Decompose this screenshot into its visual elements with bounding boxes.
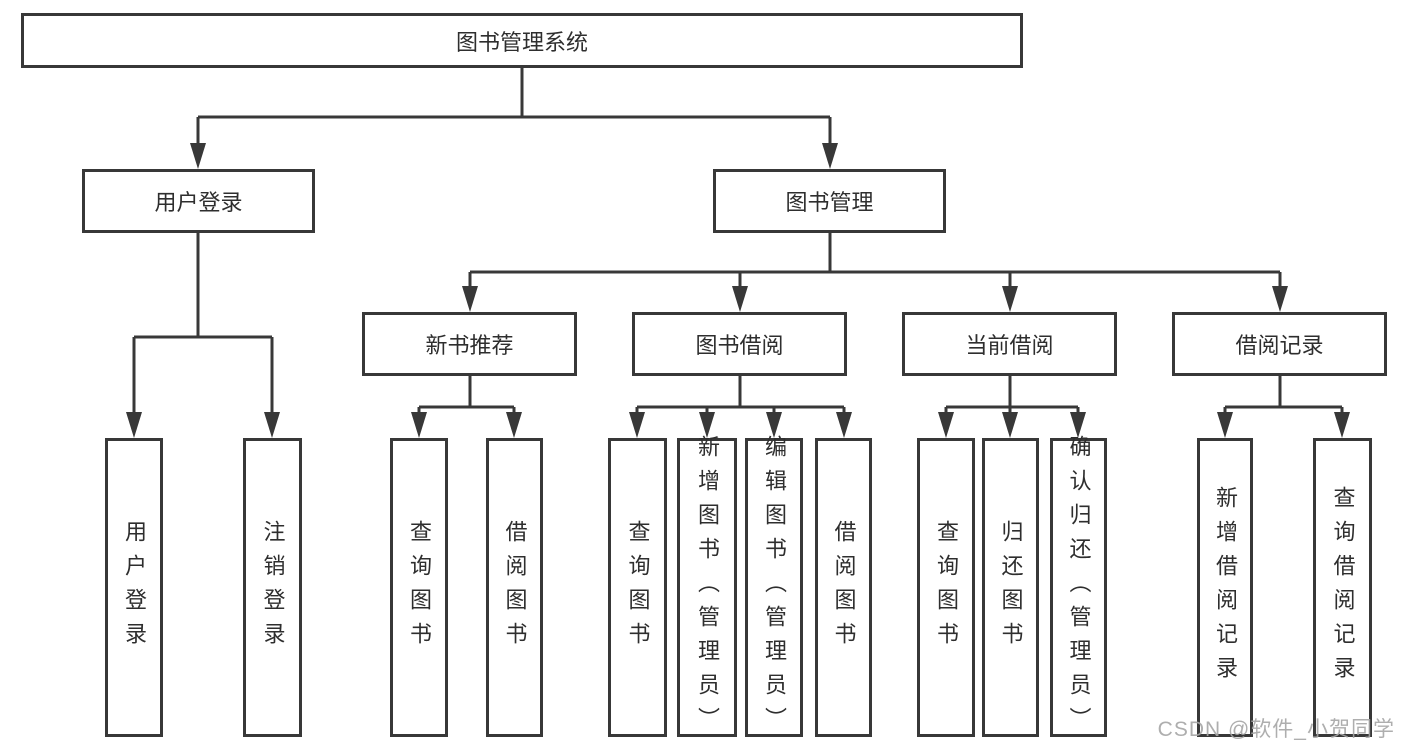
leaf-edit-books-admin: 编辑图书（管理员） — [745, 435, 803, 741]
leaf-add-borrow-record: 新增借阅记录 — [1197, 438, 1253, 737]
watermark-text: CSDN @软件_小贺同学 — [1157, 718, 1395, 741]
arrow-down-icon — [629, 412, 645, 438]
arrow-down-icon — [836, 412, 852, 438]
arrow-down-icon — [699, 412, 715, 438]
leaf-query-borrow-record: 查询借阅记录 — [1313, 438, 1372, 737]
arrow-down-icon — [506, 412, 522, 438]
leaf-return-books: 归还图书 — [982, 438, 1039, 737]
node-label: 借阅图书 — [831, 519, 857, 656]
arrow-down-icon — [1070, 412, 1086, 438]
leaf-borrow-books-recommend: 借阅图书 — [486, 438, 543, 737]
arrow-down-icon — [264, 412, 280, 438]
leaf-query-books-recommend: 查询图书 — [390, 438, 448, 737]
arrow-down-icon — [1217, 412, 1233, 438]
node-label: 注销登录 — [260, 519, 286, 656]
leaf-logout-login: 注销登录 — [243, 438, 302, 737]
node-label: 图书管理系统 — [455, 29, 588, 55]
node-label: 归还图书 — [998, 519, 1024, 656]
leaf-borrow-books: 借阅图书 — [815, 438, 872, 737]
node-label: 新增图书（管理员） — [695, 434, 720, 741]
arrow-down-icon — [411, 412, 427, 438]
node-label: 图书借阅 — [695, 333, 784, 358]
node-label: 图书管理 — [785, 190, 874, 215]
node-book-management: 图书管理 — [713, 169, 946, 233]
node-borrow-records: 借阅记录 — [1172, 312, 1387, 376]
node-user-login: 用户登录 — [82, 169, 315, 233]
node-label: 编辑图书（管理员） — [762, 434, 787, 741]
leaf-query-books-borrow: 查询图书 — [608, 438, 667, 737]
node-label: 新增借阅记录 — [1213, 485, 1238, 690]
arrow-down-icon — [1002, 412, 1018, 438]
arrow-down-icon — [462, 286, 478, 312]
node-new-book-recommend: 新书推荐 — [362, 312, 577, 376]
leaf-confirm-return-admin: 确认归还（管理员） — [1050, 435, 1107, 741]
node-root: 图书管理系统 — [21, 13, 1023, 68]
arrow-down-icon — [766, 412, 782, 438]
node-label: 确认归还（管理员） — [1066, 434, 1092, 741]
arrow-down-icon — [822, 143, 838, 169]
node-label: 借阅图书 — [502, 519, 528, 656]
arrow-down-icon — [1002, 286, 1018, 312]
node-label: 借阅记录 — [1235, 333, 1324, 358]
node-label: 查询图书 — [934, 519, 959, 656]
arrow-down-icon — [1334, 412, 1350, 438]
node-label: 查询图书 — [407, 519, 432, 656]
arrow-down-icon — [190, 143, 206, 169]
node-label: 当前借阅 — [965, 333, 1054, 358]
leaf-user-login: 用户登录 — [105, 438, 163, 737]
leaf-add-books-admin: 新增图书（管理员） — [677, 435, 737, 741]
arrow-down-icon — [126, 412, 142, 438]
node-label: 用户登录 — [154, 190, 243, 215]
arrowheads — [126, 143, 1350, 438]
node-label: 新书推荐 — [425, 333, 514, 358]
node-label: 查询图书 — [625, 519, 651, 656]
node-current-borrow: 当前借阅 — [902, 312, 1117, 376]
node-label: 用户登录 — [122, 519, 147, 656]
leaf-query-books-current: 查询图书 — [917, 438, 975, 737]
arrow-down-icon — [1272, 286, 1288, 312]
node-label: 查询借阅记录 — [1330, 485, 1356, 690]
node-book-borrow: 图书借阅 — [632, 312, 847, 376]
arrow-down-icon — [938, 412, 954, 438]
arrow-down-icon — [732, 286, 748, 312]
